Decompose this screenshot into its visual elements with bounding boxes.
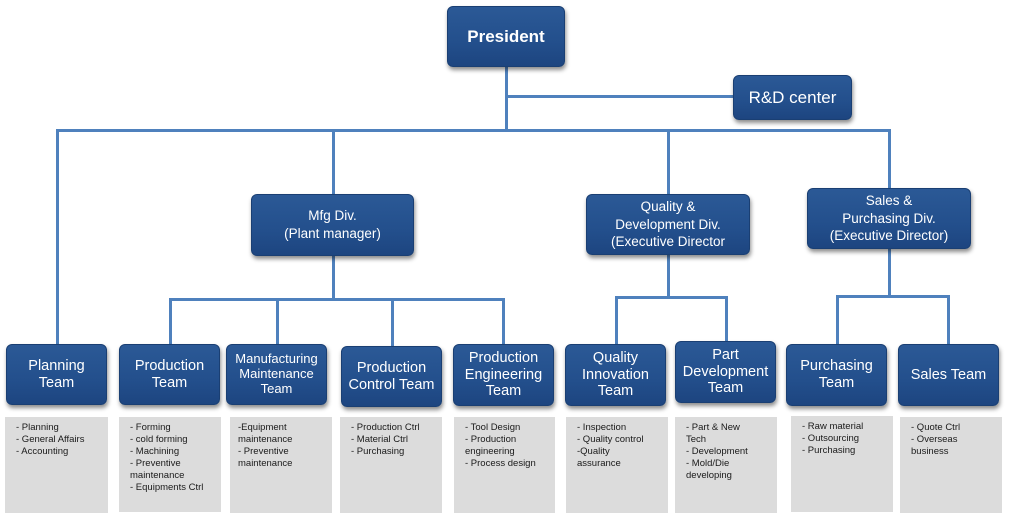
duty-item: - Machining xyxy=(130,446,180,457)
maintenance-duties: -Equipment maintenance- Preventive maint… xyxy=(230,417,332,513)
production-control-duties: - Production Ctrl- Material Ctrl- Purcha… xyxy=(340,417,442,513)
team-label: Production Engineering Team xyxy=(464,349,543,400)
duty-item: - Quality control xyxy=(577,434,644,445)
connector-planning xyxy=(56,129,59,345)
president-node: President xyxy=(447,6,565,67)
team-label: Manufacturing Maintenance Team xyxy=(235,351,318,396)
quality-innovation-team-node: Quality Innovation Team xyxy=(565,344,666,406)
duty-item: - Material Ctrl xyxy=(351,434,409,445)
production-duties: - Forming- cold forming- Machining- Prev… xyxy=(119,417,221,512)
division-label: Quality & Development Div. (Executive Di… xyxy=(610,199,726,250)
team-label: Production Control Team xyxy=(348,359,435,393)
duty-item: - Preventive maintenance xyxy=(130,458,185,481)
duty-item: - Mold/Die developing xyxy=(686,458,732,481)
sales-team-node: Sales Team xyxy=(898,344,999,406)
duty-item: - Accounting xyxy=(16,446,69,457)
connector-quality-div xyxy=(667,129,670,195)
division-label: Mfg Div. (Plant manager) xyxy=(284,208,381,241)
rd-center-label: R&D center xyxy=(748,87,837,107)
duty-item: - Purchasing xyxy=(351,446,405,457)
purchasing-duties: - Raw material- Outsourcing- Purchasing xyxy=(791,416,893,512)
purchasing-team-node: Purchasing Team xyxy=(786,344,887,406)
duty-item: - Overseas business xyxy=(911,434,958,457)
duty-item: - Production Ctrl xyxy=(351,422,420,433)
connector-production-engineering xyxy=(502,298,505,345)
duty-item: - Raw material xyxy=(802,421,864,432)
connector-main-bus xyxy=(56,129,891,132)
duty-item: - Quote Ctrl xyxy=(911,422,961,433)
connector-mfg-down xyxy=(332,255,335,300)
production-control-team-node: Production Control Team xyxy=(341,346,442,407)
connector-quality-bus xyxy=(615,296,728,299)
mfg-division-node: Mfg Div. (Plant manager) xyxy=(251,194,414,256)
connector-sales-down xyxy=(888,248,891,297)
sales-purchasing-division-node: Sales & Purchasing Div. (Executive Direc… xyxy=(807,188,971,249)
quality-innovation-duties: - Inspection- Quality control -Quality a… xyxy=(566,417,668,513)
duty-item: - Forming xyxy=(130,422,171,433)
duty-item: - Equipments Ctrl xyxy=(130,482,204,493)
connector-sales-team xyxy=(947,295,950,345)
production-team-node: Production Team xyxy=(119,344,220,405)
duty-item: - Development xyxy=(686,446,748,457)
duty-item: -Equipment maintenance xyxy=(238,422,293,445)
connector-purchasing xyxy=(836,295,839,345)
division-label: Sales & Purchasing Div. (Executive Direc… xyxy=(829,193,949,244)
production-engineering-team-node: Production Engineering Team xyxy=(453,344,554,406)
duty-item: - Part & New Tech xyxy=(686,422,740,445)
duty-item: - General Affairs xyxy=(16,434,85,445)
team-label: Quality Innovation Team xyxy=(582,349,649,400)
duty-item: - Outsourcing xyxy=(802,433,860,444)
duty-item: - Tool Design xyxy=(465,422,521,433)
connector-quality-innovation xyxy=(615,296,618,345)
duty-item: - Preventive maintenance xyxy=(238,446,293,469)
part-development-duties: - Part & New Tech- Development- Mold/Die… xyxy=(675,417,777,513)
team-label: Production Team xyxy=(134,357,205,391)
connector-rd-center xyxy=(505,95,735,98)
team-label: Planning Team xyxy=(28,357,85,391)
connector-mfg-div xyxy=(332,129,335,195)
duty-item: -Quality assurance xyxy=(577,446,621,469)
part-development-team-node: Part Development Team xyxy=(675,341,776,403)
duty-item: - Purchasing xyxy=(802,445,856,456)
president-label: President xyxy=(467,26,545,46)
team-label: Part Development Team xyxy=(682,346,769,397)
planning-duties: - Planning- General Affairs- Accounting xyxy=(5,417,108,513)
connector-production-control xyxy=(391,298,394,347)
duty-item: - Inspection xyxy=(577,422,627,433)
production-engineering-duties: - Tool Design- Production engineering- P… xyxy=(454,417,555,513)
duty-item: - Process design xyxy=(465,458,536,469)
manufacturing-maintenance-team-node: Manufacturing Maintenance Team xyxy=(226,344,327,405)
connector-sales-bus xyxy=(836,295,950,298)
connector-maintenance xyxy=(276,298,279,345)
duty-item: - Production engineering xyxy=(465,434,517,457)
sales-duties: - Quote Ctrl- Overseas business xyxy=(900,417,1002,513)
connector-quality-down xyxy=(667,254,670,298)
team-label: Purchasing Team xyxy=(800,358,873,391)
connector-part-development xyxy=(725,296,728,342)
quality-development-division-node: Quality & Development Div. (Executive Di… xyxy=(586,194,750,255)
connector-sales-div xyxy=(888,129,891,189)
team-label: Sales Team xyxy=(910,366,987,383)
duty-item: - Planning xyxy=(16,422,59,433)
connector-production xyxy=(169,298,172,345)
planning-team-node: Planning Team xyxy=(6,344,107,405)
rd-center-node: R&D center xyxy=(733,75,852,120)
connector-president-down xyxy=(505,66,508,132)
duty-item: - cold forming xyxy=(130,434,188,445)
connector-mfg-bus xyxy=(169,298,505,301)
